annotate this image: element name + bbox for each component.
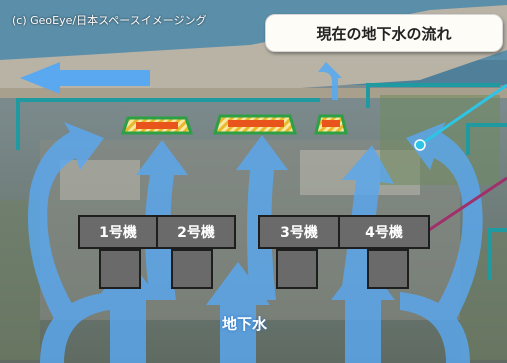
- callout-line-magenta: [419, 176, 507, 238]
- groundwater-label: 地下水: [222, 315, 268, 333]
- flow-arrow-curve: [40, 292, 110, 363]
- reactor-base-block: [367, 249, 409, 289]
- reactor-unit-4: 4号機: [338, 215, 430, 249]
- callout-line-cyan: [419, 83, 507, 147]
- reactor-base-block: [171, 249, 213, 289]
- reactor-unit-3: 3号機: [258, 215, 340, 249]
- reactor-base-block: [99, 249, 141, 289]
- reactor-unit-1: 1号機: [78, 215, 158, 249]
- shore-quay: [0, 88, 507, 98]
- flow-arrow-curve: [28, 122, 104, 330]
- intake-facility: [120, 116, 194, 135]
- reactor-base-block: [276, 249, 318, 289]
- coastline-barrier-line: [16, 98, 320, 150]
- coastline-barrier-line: [488, 228, 507, 280]
- coastline-barrier-line: [466, 123, 507, 155]
- image-credit: (c) GeoEye/日本スペースイメージング: [12, 14, 207, 27]
- sea-flow-arrow: [318, 62, 342, 100]
- site-block: [60, 160, 140, 200]
- callout-marker-cyan: [414, 139, 426, 151]
- flow-arrow-curve: [406, 122, 483, 330]
- flow-arrow-curve: [400, 292, 470, 363]
- coastline-barrier-line: [366, 83, 500, 108]
- reactor-unit-2: 2号機: [156, 215, 236, 249]
- map-title: 現在の地下水の流れ: [265, 14, 503, 52]
- intake-facility: [212, 114, 298, 135]
- sea-flow-arrow: [20, 62, 150, 94]
- intake-facility: [314, 114, 348, 135]
